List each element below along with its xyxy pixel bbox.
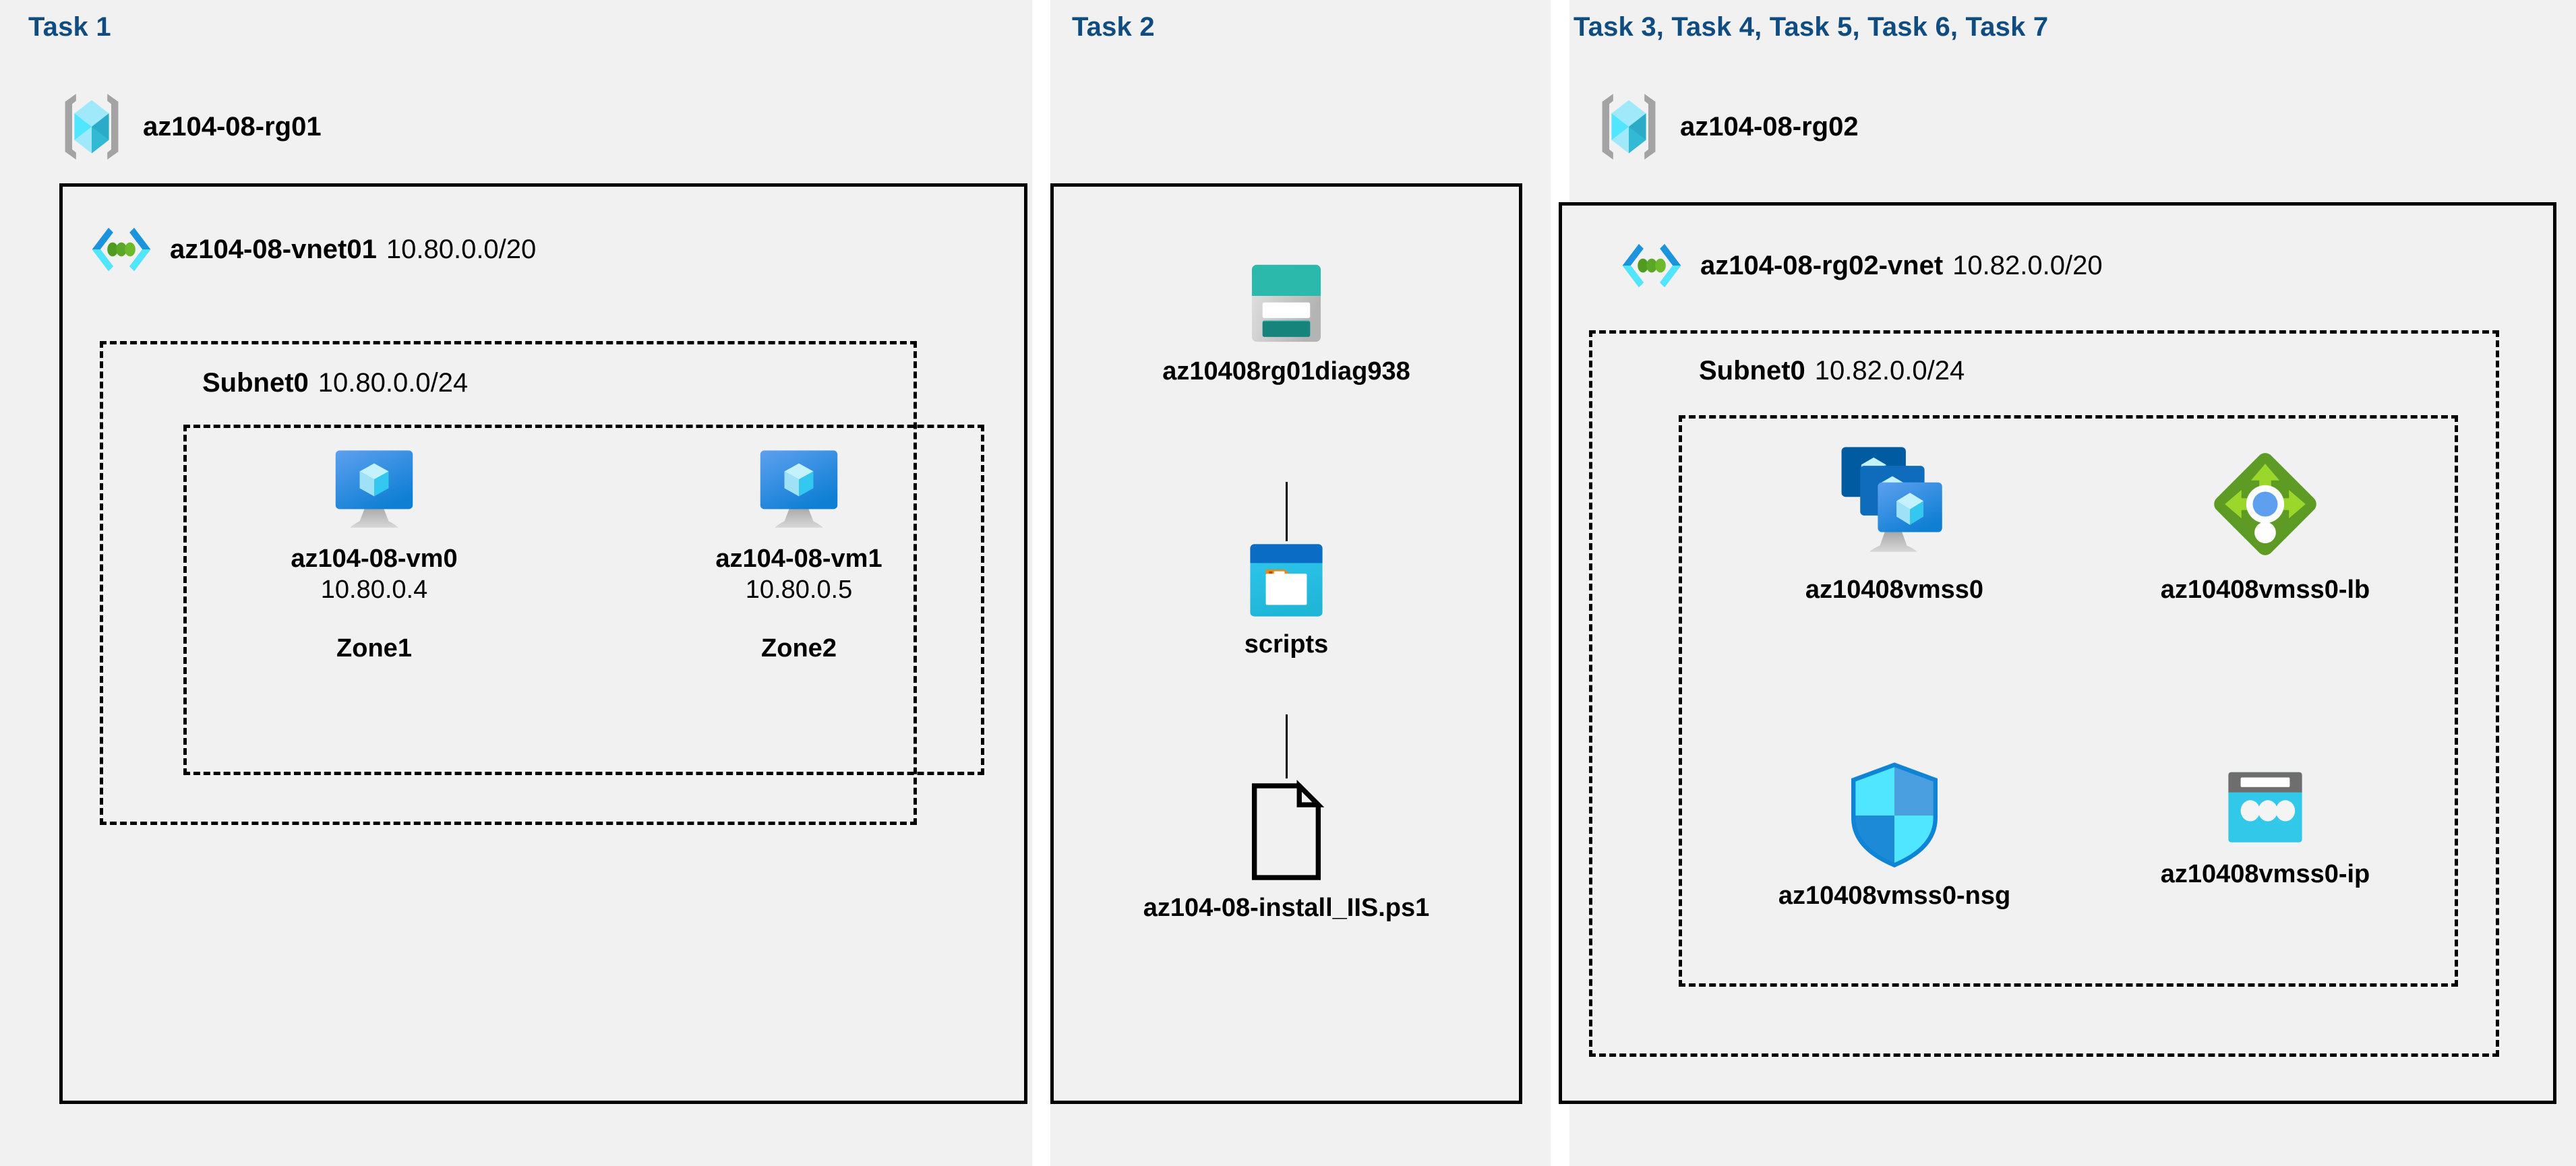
connector-storage-to-container [1286,482,1288,541]
panel-title-task-2: Task 2 [1072,12,1155,42]
node-public-ip[interactable]: az10408vmss0-ip [2117,768,2414,890]
node-vm1[interactable]: az104-08-vm1 10.80.0.5 Zone2 [664,449,934,663]
node-vm0-zone: Zone1 [336,634,412,663]
vnet-vnet01-name: az104-08-vnet01 [170,234,377,264]
virtual-machine-icon [330,449,419,532]
node-vm1-zone: Zone2 [761,634,837,663]
vnet-rg02-header: az104-08-rg02-vnet 10.82.0.0/20 [1617,237,2103,294]
node-nsg-name: az10408vmss0-nsg [1778,882,2011,910]
vnet-rg02-name: az104-08-rg02-vnet [1700,250,1944,280]
storage-account-icon [1249,262,1324,345]
subnet-task3-name: Subnet0 [1699,356,1805,386]
subnet-box-task3 [1589,330,2499,1057]
node-vm0[interactable]: az104-08-vm0 10.80.0.4 Zone1 [239,449,509,663]
subnet-task3-caption: Subnet0 10.82.0.0/24 [1699,356,1965,386]
panel-title-task-3-7: Task 3, Task 4, Task 5, Task 6, Task 7 [1574,12,2049,42]
resource-group-icon [1590,88,1668,166]
connector-container-to-file [1286,714,1288,778]
panel-title-task-1: Task 1 [28,12,111,42]
virtual-machine-icon [754,449,843,532]
vnet-rg02-cidr: 10.82.0.0/20 [1952,250,2103,280]
node-vm0-ip: 10.80.0.4 [320,576,428,605]
resource-group-rg01-label: az104-08-rg01 [143,111,322,142]
node-script-file[interactable]: az104-08-install_IIS.ps1 [1077,779,1495,923]
blob-container-icon [1249,543,1324,618]
subnet-task1-name: Subnet0 [202,368,309,398]
subnet-task1-caption: Subnet0 10.80.0.0/24 [202,368,468,398]
subnet-box-task1 [100,341,917,825]
subnet-task3-cidr: 10.82.0.0/24 [1814,356,1965,386]
node-blob-container-name: scripts [1244,630,1329,658]
node-vm0-name: az104-08-vm0 [291,545,458,573]
vnet-box-vnet01 [59,183,1027,1104]
vm-group-box-task1 [183,425,984,775]
node-vmss-name: az10408vmss0 [1805,576,1984,604]
resource-group-rg02-label: az104-08-rg02 [1680,111,1859,142]
resource-group-box-task3 [1679,415,2458,987]
node-script-file-name: az104-08-install_IIS.ps1 [1143,894,1430,922]
subnet-task1-cidr: 10.80.0.0/24 [318,368,469,398]
vnet-box-rg02 [1559,202,2556,1104]
resource-group-rg01: az104-08-rg01 [53,88,322,166]
node-load-balancer-name: az10408vmss0-lb [2160,576,2370,604]
node-vm1-ip: 10.80.0.5 [745,576,853,605]
script-file-icon [1249,779,1325,882]
node-storage-account[interactable]: az10408rg01diag938 [1162,262,1410,387]
node-storage-account-name: az10408rg01diag938 [1162,357,1410,386]
load-balancer-icon [2206,445,2325,563]
vm-scale-set-icon [1827,445,1962,563]
resource-group-rg02: az104-08-rg02 [1590,88,1859,166]
network-security-group-icon [1846,762,1943,869]
node-nsg[interactable]: az10408vmss0-nsg [1733,762,2056,911]
vnet-vnet01-cidr: 10.80.0.0/20 [386,234,537,264]
resource-group-icon [53,88,131,166]
node-blob-container[interactable]: scripts [1205,543,1367,660]
public-ip-address-icon [2221,768,2309,848]
node-public-ip-name: az10408vmss0-ip [2160,860,2370,888]
node-vmss[interactable]: az10408vmss0 [1753,445,2036,605]
virtual-network-icon [1617,237,1687,294]
vnet-vnet01-header: az104-08-vnet01 10.80.0.0/20 [86,221,536,278]
virtual-network-icon [86,221,156,278]
node-load-balancer[interactable]: az10408vmss0-lb [2110,445,2420,605]
node-vm1-name: az104-08-vm1 [715,545,882,573]
